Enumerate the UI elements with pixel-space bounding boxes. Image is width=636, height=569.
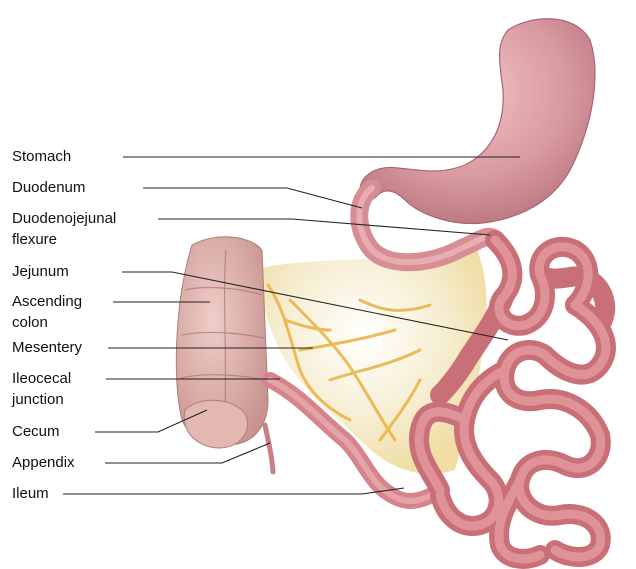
label-duodenum: Duodenum bbox=[12, 179, 85, 196]
ascending-colon-shape bbox=[176, 237, 273, 472]
label-mesentery: Mesentery bbox=[12, 339, 82, 356]
leader-appendix bbox=[105, 443, 270, 463]
label-duodenojejunal-line1: Duodenojejunal bbox=[12, 210, 116, 227]
stomach-shape bbox=[360, 19, 595, 224]
label-ascending-colon-line1: Ascending bbox=[12, 293, 82, 310]
label-ascending-colon-line2: colon bbox=[12, 314, 48, 331]
leader-ileum bbox=[63, 488, 404, 494]
label-jejunum: Jejunum bbox=[12, 263, 69, 280]
label-duodenojejunal-line2: flexure bbox=[12, 231, 57, 248]
label-ileum: Ileum bbox=[12, 485, 49, 502]
appendix-shape bbox=[265, 425, 273, 472]
label-stomach: Stomach bbox=[12, 148, 71, 165]
label-appendix: Appendix bbox=[12, 454, 75, 471]
label-cecum: Cecum bbox=[12, 423, 60, 440]
label-ileocecal-line1: Ileocecal bbox=[12, 370, 71, 387]
label-ileocecal-line2: junction bbox=[12, 391, 64, 408]
leader-duodenojejunal bbox=[158, 219, 490, 235]
leader-duodenum bbox=[143, 188, 362, 208]
cecum-shape bbox=[184, 400, 247, 448]
